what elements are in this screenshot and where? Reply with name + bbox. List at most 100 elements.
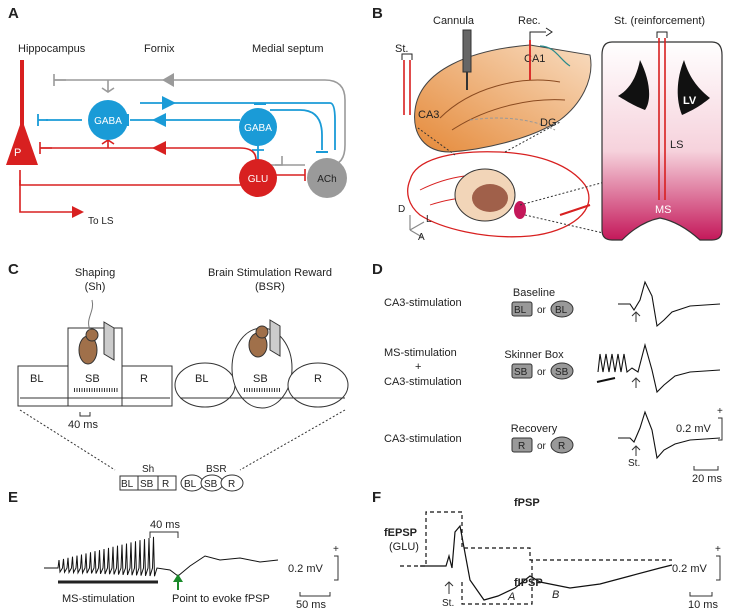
d-r-box (511, 437, 533, 453)
panel-b: B Cannula Rec. St. (reinforcement) St. C… (372, 5, 723, 243)
rec-arrowhead (545, 27, 553, 37)
component-b-label: B (552, 589, 559, 601)
panel-f-letter: F (372, 489, 381, 506)
red-arrowhead (152, 141, 166, 155)
fepsp-glu-label: (GLU) (389, 541, 419, 553)
d-or-1: or (537, 305, 547, 316)
gaba-septum-node (239, 108, 277, 146)
e-40ms-label: 40 ms (150, 519, 180, 531)
fipsp-dashed (461, 560, 533, 605)
d-r-box-text: R (518, 441, 525, 452)
glu-label: GLU (248, 174, 269, 185)
hippocampal-layer-2 (451, 99, 566, 131)
e-40ms-bracket (149, 531, 179, 538)
trace-sb-stim-arrow (631, 377, 641, 388)
panel-e: E MS-stimulation 40 ms Point to evoke fP… (8, 489, 339, 611)
panel-d: D CA3-stimulation Baseline BL or BL MS-s… (372, 261, 723, 485)
bsr-abbr: (BSR) (255, 281, 285, 293)
row1-phase: Baseline (513, 287, 555, 299)
rat-shaping-head (85, 328, 99, 342)
gray-terminal (53, 74, 66, 86)
panel-c-letter: C (8, 261, 19, 278)
row3-label: CA3-stimulation (384, 433, 462, 445)
d-scale-v: 0.2 mV (676, 423, 712, 435)
panel-b-letter: B (372, 5, 383, 22)
ms-label: MS (655, 204, 672, 216)
bsr-r-label: R (314, 373, 322, 385)
d-bl-oval (550, 300, 574, 318)
d-or-2: or (537, 367, 547, 378)
e-voltage-scale (334, 555, 339, 581)
blue-arrowhead-2 (152, 113, 166, 127)
row3-phase: Recovery (511, 423, 558, 435)
d-time-scale (693, 466, 719, 471)
sh-r-label: R (140, 373, 148, 385)
bsr-bl-label: BL (195, 373, 208, 385)
d-st-label: St. (628, 458, 640, 469)
zoom-lines-hippocampus (417, 121, 561, 156)
lateral-ventricle-left (618, 60, 650, 110)
rec-label: Rec. (518, 15, 541, 27)
st-label: St. (395, 43, 408, 55)
shaping-abbr: (Sh) (85, 281, 106, 293)
d-bl-box (511, 301, 533, 317)
sh-bl-box (17, 365, 69, 407)
legend-r-oval (220, 474, 244, 492)
f-voltage-scale (716, 555, 721, 581)
d-bl-box-text: BL (514, 305, 527, 316)
row2-label-a: MS-stimulation (384, 347, 457, 359)
shaping-label: Shaping (75, 267, 115, 279)
ca1-label: CA1 (524, 53, 545, 65)
gaba-septum-label: GABA (244, 123, 272, 134)
ms-stim-label: MS-stimulation (62, 593, 135, 605)
legend-r-text: R (162, 479, 169, 490)
row2-phase: Skinner Box (504, 349, 564, 361)
panel-c: C Shaping (Sh) Brain Stimulation Reward … (8, 261, 349, 492)
f-plus: + (715, 544, 721, 555)
legend-sh-label: Sh (142, 464, 154, 475)
zoom-lines-septum (519, 179, 613, 236)
orientation-axes (409, 215, 425, 238)
red-terminal-2 (101, 139, 115, 148)
e-plus: + (333, 544, 339, 555)
fipsp-label: fIPSP (514, 577, 543, 589)
to-ls-arrowhead (72, 206, 84, 218)
septal-stim-electrode (658, 38, 666, 200)
bsr-r-oval (287, 362, 349, 408)
panel-e-letter: E (8, 489, 18, 506)
rec-wire (539, 45, 571, 67)
ach-node (307, 158, 347, 198)
d-sb-oval (550, 362, 574, 380)
cannula-label: Cannula (433, 15, 475, 27)
bsr-label: Brain Stimulation Reward (208, 267, 332, 279)
p-label: P (14, 147, 21, 159)
axis-d-label: D (398, 204, 405, 215)
blue-to-ach (270, 109, 323, 150)
d-sb-oval-text: SB (555, 367, 569, 378)
f-st-label: St. (442, 598, 454, 609)
f-scale-t: 10 ms (688, 599, 718, 611)
red-to-ls-line (19, 180, 72, 213)
e-scale-v: 0.2 mV (288, 563, 324, 575)
fepsp-label: fEPSP (384, 527, 417, 539)
legend-bsr-label: BSR (206, 464, 227, 475)
to-ls-label: To LS (88, 216, 114, 227)
d-sb-box-text: SB (514, 367, 528, 378)
d-voltage-scale (718, 417, 723, 441)
legend-r-oval-text: R (228, 479, 235, 490)
rat-bsr-head (255, 325, 269, 339)
st-reinforcement-label: St. (reinforcement) (614, 15, 705, 27)
point-label: Point to evoke fPSP (172, 593, 270, 605)
ms-stim-bar (596, 377, 616, 383)
panel-a-letter: A (8, 5, 19, 22)
f-title: fPSP (514, 497, 540, 509)
bsr-sb-label: SB (253, 373, 268, 385)
ms-stim-trace (44, 536, 279, 577)
blue-glu-inhibition (252, 145, 264, 160)
ca3-label: CA3 (418, 109, 439, 121)
panel-d-letter: D (372, 261, 383, 278)
fpsp-trace (420, 524, 673, 601)
legend-sb-text: SB (140, 479, 154, 490)
d-or-3: or (537, 441, 547, 452)
